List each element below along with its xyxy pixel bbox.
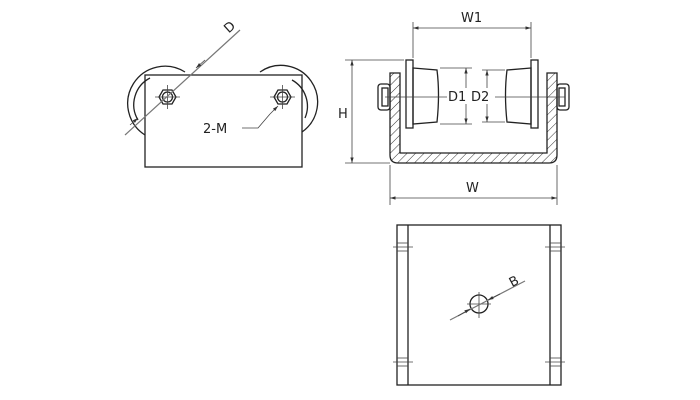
- d1-label: D1: [448, 90, 466, 105]
- right-flange: [530, 59, 539, 129]
- left-roller: [412, 67, 440, 125]
- bolt-right-icon: [270, 85, 295, 109]
- slot-marks: [393, 242, 565, 367]
- w1-label: W1: [461, 11, 482, 26]
- left-flange: [405, 59, 414, 129]
- side-section-view: W1 H D1 D2 W: [338, 11, 570, 205]
- b-label: B: [507, 273, 522, 290]
- 2m-leader: [242, 113, 271, 129]
- h-label: H: [338, 107, 348, 122]
- top-view: B: [393, 224, 565, 386]
- channel-section: [389, 72, 558, 164]
- 2m-label: 2-M: [203, 122, 227, 137]
- base-plate: [396, 224, 562, 386]
- w-label: W: [466, 181, 479, 196]
- d-dimension-line: [124, 29, 241, 136]
- left-wheel: [127, 65, 186, 136]
- d2-label: D2: [471, 90, 489, 105]
- front-view: D 2-M: [124, 19, 319, 168]
- bracket-plate: [144, 74, 303, 168]
- bolt-left-icon: [155, 85, 180, 109]
- right-roller: [504, 67, 532, 125]
- right-wheel: [259, 64, 319, 133]
